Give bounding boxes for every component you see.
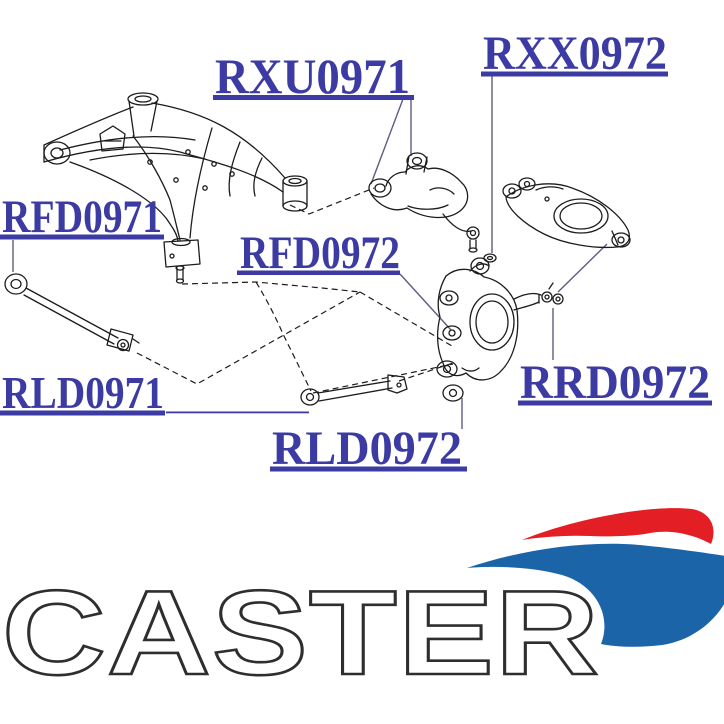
label-underline — [518, 400, 712, 406]
upper-control-arm-drawing — [368, 152, 480, 253]
logo-text: CASTER — [2, 566, 600, 700]
logo-swoosh-blue — [467, 543, 724, 647]
label-underline-extension — [166, 411, 309, 414]
label-underline — [481, 71, 668, 77]
part-label-rld0971: RLD0971 — [2, 367, 164, 418]
label-leader-lines — [12, 76, 608, 429]
rear-lateral-link-drawing — [300, 374, 408, 406]
part-label-rfd0971: RFD0971 — [2, 191, 162, 243]
part-label-rxx0972: RXX0972 — [483, 27, 667, 80]
label-underline — [213, 95, 414, 100]
wheel-knuckle-drawing — [436, 253, 564, 402]
label-underline — [237, 270, 400, 275]
part-label-rxu0971: RXU0971 — [215, 48, 410, 104]
rear-subframe-drawing — [43, 92, 308, 284]
part-labels: RXU0971 RXX0972 RFD0971 RFD0972 RLD0971 … — [0, 27, 712, 475]
label-underline — [0, 410, 165, 416]
label-underline — [0, 234, 164, 240]
logo-swoosh — [467, 508, 724, 647]
part-label-rfd0972: RFD0972 — [240, 227, 400, 279]
rear-lower-spring-arm-drawing — [502, 177, 631, 249]
front-lateral-link-drawing — [4, 273, 140, 352]
assembly-dashed-lines — [136, 187, 457, 394]
part-label-rrd0972: RRD0972 — [520, 356, 710, 409]
label-underline — [270, 466, 467, 472]
part-label-rld0972: RLD0972 — [272, 422, 462, 475]
logo-swoosh-red — [522, 508, 714, 544]
